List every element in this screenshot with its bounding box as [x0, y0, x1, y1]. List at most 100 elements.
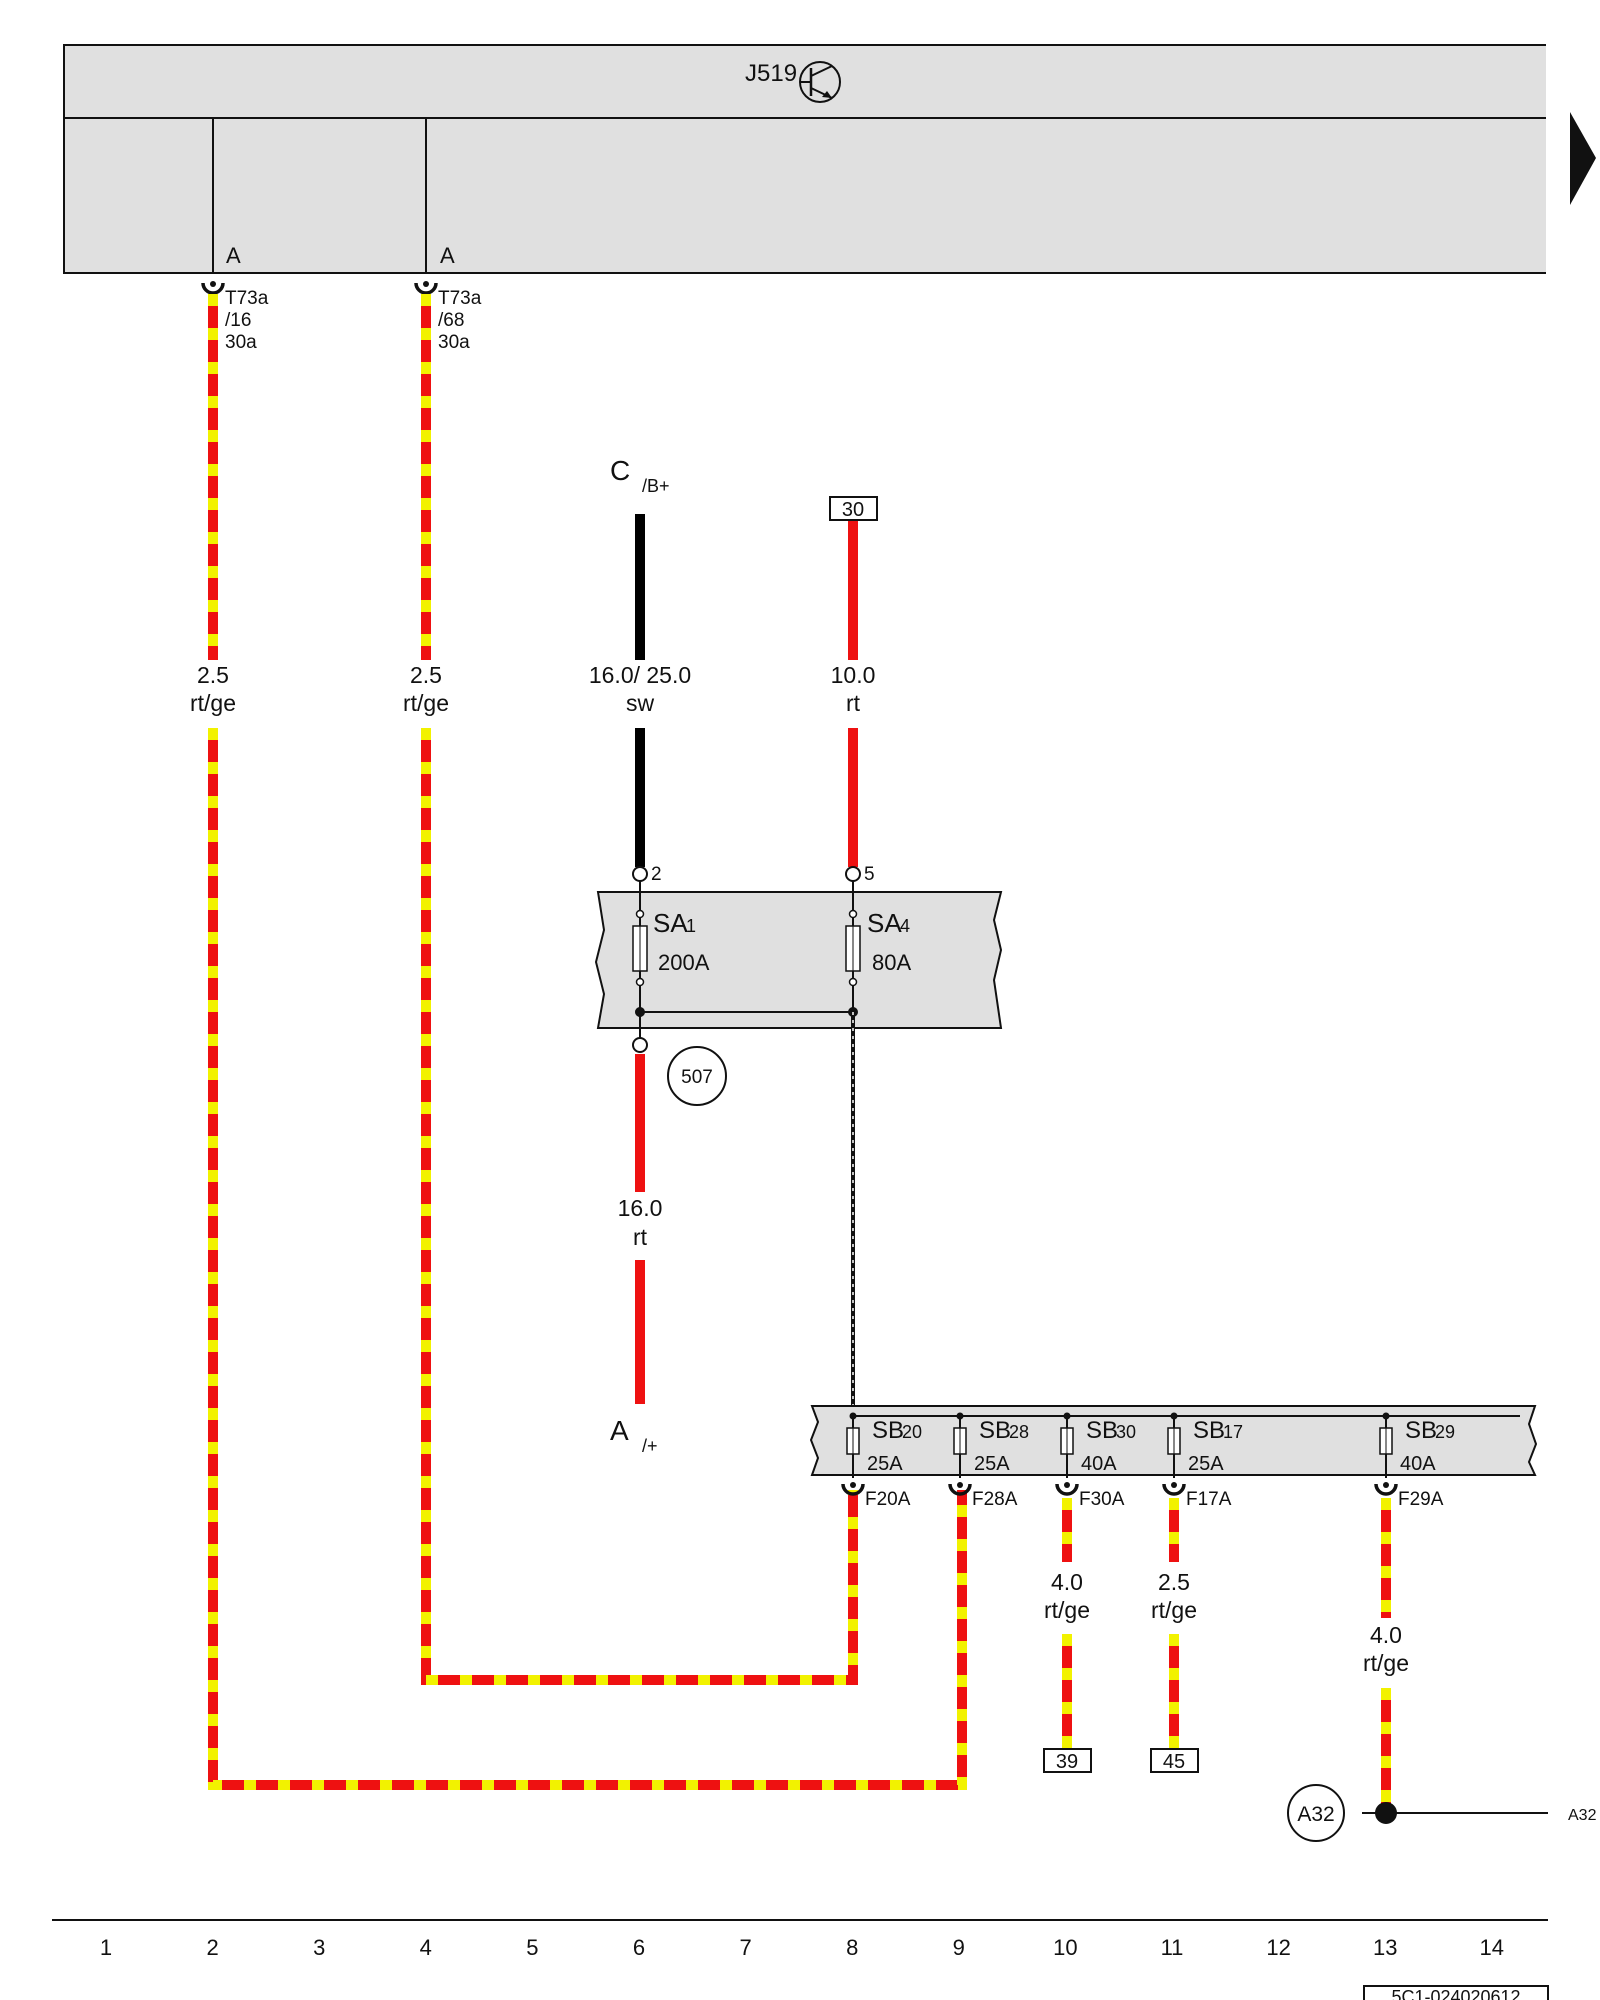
ground-ref-label: 507	[681, 1067, 713, 1088]
fuse-sb30-sub: 30	[1116, 1422, 1136, 1442]
connector-1-pin-letter: A	[226, 243, 241, 268]
wire-6-color: rt/ge	[1044, 1597, 1090, 1623]
wire-8-size: 4.0	[1370, 1622, 1402, 1648]
connector-2-terminal: 30a	[438, 332, 470, 353]
fuse-box-sa: 2 5 SA 1 200A SA 4 80A	[594, 864, 1003, 1053]
fuse-sa4-name: SA	[867, 908, 902, 938]
fuse-sa1-sub: 1	[686, 916, 696, 936]
drawing-code: 5C1-024020612	[1391, 1987, 1520, 2000]
fuse-sb20-name: SB	[872, 1417, 904, 1444]
pin-2-label: 2	[651, 864, 662, 885]
fuse-sb29-name: SB	[1405, 1417, 1437, 1444]
pin-5-label: 5	[864, 864, 875, 885]
connector-f30a-label: F30A	[1079, 1489, 1125, 1510]
terminal-45-label: 45	[1163, 1751, 1185, 1773]
wire-2-color: rt/ge	[403, 690, 449, 716]
sb-fuse-list: SB2025AF20ASB2825AF28ASB3040AF30ASB1725A…	[841, 1412, 1455, 1510]
terminal-30-label: 30	[842, 499, 864, 521]
fuse-sb30-name: SB	[1086, 1417, 1118, 1444]
fuse-sb29-sub: 29	[1435, 1422, 1455, 1442]
fuse-sb29-rating: 40A	[1400, 1453, 1436, 1475]
terminal-45-box: 45	[1150, 1748, 1199, 1773]
fuse-sa1-name: SA	[653, 908, 688, 938]
connector-f17a-label: F17A	[1186, 1489, 1232, 1510]
terminal-a-sub: /+	[642, 1436, 658, 1456]
column-number: 14	[1480, 1935, 1504, 1960]
column-number: 12	[1266, 1935, 1290, 1960]
terminal-a-letter: A	[610, 1415, 629, 1446]
pin-2-terminal-icon	[632, 866, 648, 882]
output-terminal-icon	[632, 1037, 648, 1053]
column-number: 1	[100, 1935, 112, 1960]
fuse-sb20-sub: 20	[902, 1422, 922, 1442]
column-number: 3	[313, 1935, 325, 1960]
wire-1-size: 2.5	[197, 662, 229, 688]
column-number: 7	[739, 1935, 751, 1960]
connector-1-terminal: 30a	[225, 332, 257, 353]
connector-2-pin-letter: A	[440, 243, 455, 268]
fuse-sb30-rating: 40A	[1081, 1453, 1117, 1475]
connector-1-pin: /16	[225, 310, 251, 331]
connector-f28a-icon	[948, 1482, 972, 1496]
connector-symbol-2-icon	[414, 281, 438, 295]
junction-a32: A32 A32	[1287, 1784, 1597, 1842]
connector-1-label: T73a /16 30a	[225, 288, 269, 353]
control-unit-label: J519	[745, 60, 797, 87]
terminal-39-box: 39	[1043, 1748, 1092, 1773]
connector-symbol-1-icon	[201, 281, 225, 295]
control-unit-j519: J519 A A	[63, 44, 1550, 274]
fuse-sb28-name: SB	[979, 1417, 1011, 1444]
fuse-sa1-rating: 200A	[658, 950, 710, 975]
fuse-sb20-rating: 25A	[867, 1453, 903, 1475]
wire-8-color: rt/ge	[1363, 1650, 1409, 1676]
column-number: 13	[1373, 1935, 1397, 1960]
terminal-c-letter: C	[610, 455, 630, 486]
wire-4-size: 10.0	[831, 662, 876, 688]
wire-7-color: rt/ge	[1151, 1597, 1197, 1623]
column-number: 4	[420, 1935, 432, 1960]
transistor-symbol-icon	[799, 61, 841, 103]
connector-f28a-label: F28A	[972, 1489, 1018, 1510]
connector-2-label: T73a /68 30a	[438, 288, 482, 353]
fuse-sb28-rating: 25A	[974, 1453, 1010, 1475]
connector-f20a-label: F20A	[865, 1489, 911, 1510]
wire-4-color: rt	[846, 690, 861, 716]
fuse-sa4-sub: 4	[900, 916, 910, 936]
fuse-sb17-name: SB	[1193, 1417, 1225, 1444]
fuse-sb17-rating: 25A	[1188, 1453, 1224, 1475]
column-number: 10	[1053, 1935, 1077, 1960]
ground-ref-507: 507	[667, 1046, 727, 1106]
column-number: 11	[1161, 1935, 1184, 1960]
junction-edge-label: A32	[1568, 1807, 1597, 1824]
terminal-c-sub: /B+	[642, 476, 670, 496]
page-continue-arrow-icon[interactable]	[1570, 112, 1596, 205]
connector-f20a-icon	[841, 1482, 865, 1496]
wire-1-color: rt/ge	[190, 690, 236, 716]
wire-5-color: rt	[633, 1224, 648, 1250]
wire-harness	[208, 294, 1391, 1808]
wire-5-size: 16.0	[618, 1195, 663, 1221]
column-number: 6	[633, 1935, 645, 1960]
wire-3-color: sw	[626, 690, 655, 716]
terminal-39-label: 39	[1056, 1751, 1078, 1773]
wire-6-size: 4.0	[1051, 1569, 1083, 1595]
terminal-30-box: 30	[829, 496, 878, 521]
wire-3-size: 16.0/ 25.0	[589, 662, 691, 688]
wire-labels: 2.5 rt/ge 2.5 rt/ge 16.0/ 25.0 sw 10.0 r…	[190, 662, 1409, 1676]
column-number: 2	[206, 1935, 218, 1960]
drawing-code-box: 5C1-024020612	[1363, 1985, 1549, 2000]
terminal-a-label: A /+	[610, 1415, 658, 1456]
connector-f29a-label: F29A	[1398, 1489, 1444, 1510]
connector-f30a-icon	[1055, 1482, 1079, 1496]
fuse-sb17-sub: 17	[1223, 1422, 1243, 1442]
connector-f29a-icon	[1374, 1482, 1398, 1496]
connector-1-name: T73a	[225, 288, 269, 309]
column-number: 5	[526, 1935, 538, 1960]
